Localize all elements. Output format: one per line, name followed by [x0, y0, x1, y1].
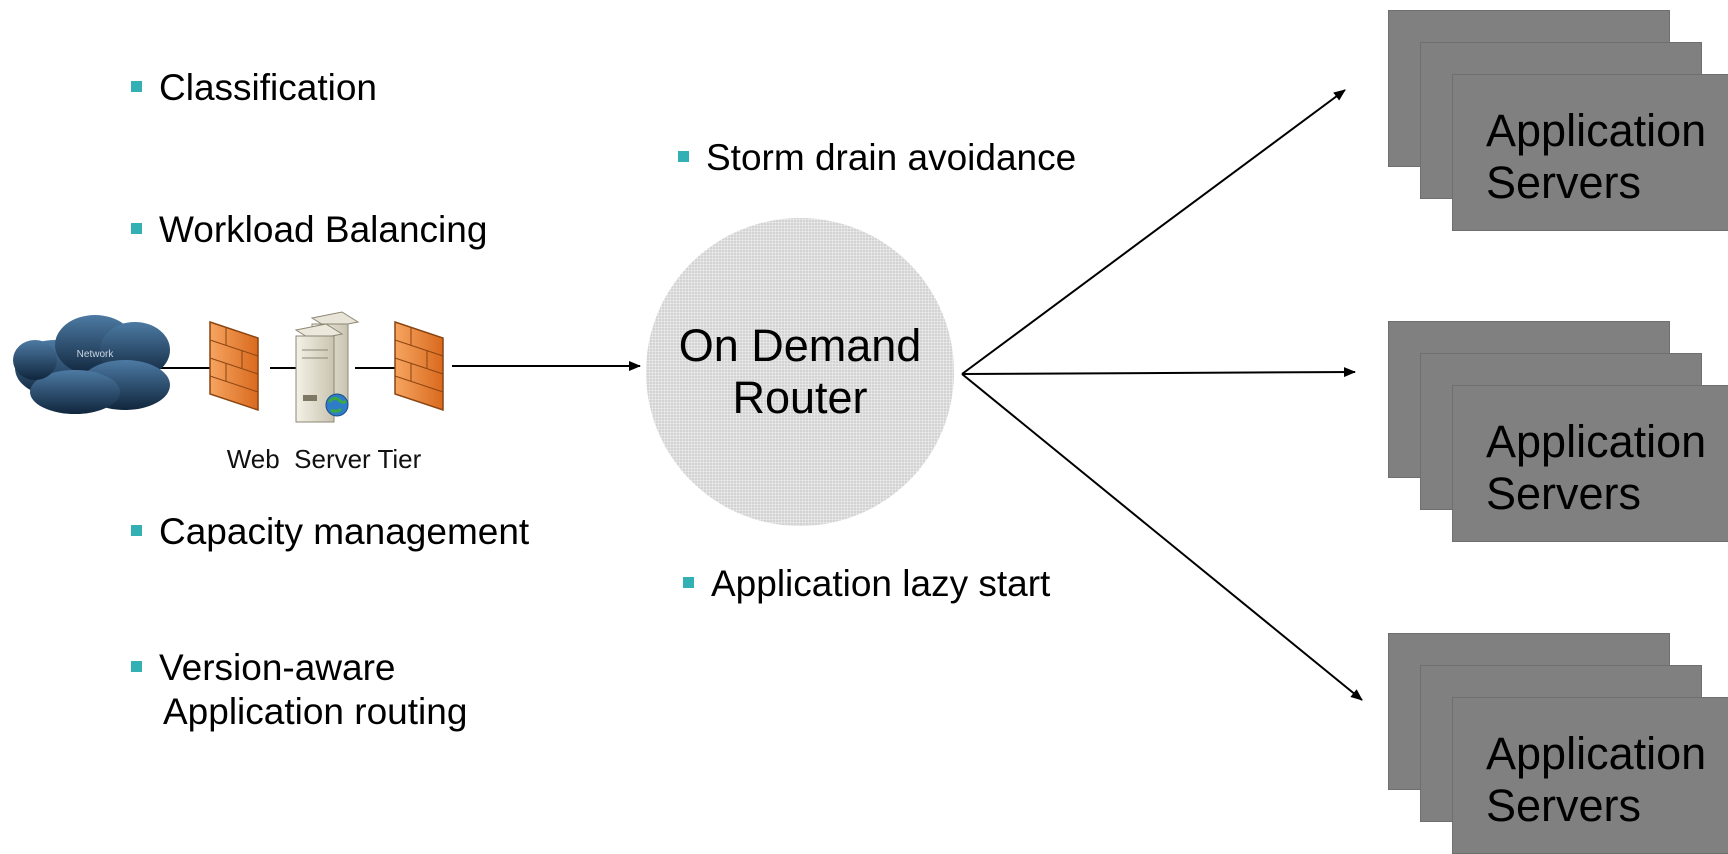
arrow-router-to-servers-bottom: [961, 373, 1363, 701]
server-card: [1452, 385, 1728, 542]
cloud-label: Network: [77, 349, 115, 360]
feature-label-line2: Application routing: [163, 691, 468, 732]
network-cloud-icon: Network: [13, 315, 170, 414]
feature-label: Application lazy start: [711, 563, 1051, 604]
feature-label: Capacity management: [159, 511, 530, 552]
server-label-line2: Servers: [1486, 780, 1642, 831]
arrow-router-to-servers-middle: [961, 367, 1356, 378]
feature-label: Classification: [159, 67, 377, 108]
feature-capacity-management: Capacity management: [131, 510, 529, 554]
arrow-router-to-servers-top: [961, 89, 1346, 375]
server-label-line1: Application: [1486, 416, 1707, 467]
server-label-line2: Servers: [1486, 157, 1642, 208]
server-card: [1452, 697, 1728, 854]
web-server-icon: [294, 311, 360, 423]
bullet-square-icon: [131, 525, 142, 536]
feature-version-aware-routing: Version-aware Application routing: [131, 646, 467, 734]
bullet-square-icon: [131, 661, 142, 672]
feature-label: Workload Balancing: [159, 209, 488, 250]
feature-application-lazy-start: Application lazy start: [683, 562, 1050, 606]
server-label-line2: Servers: [1486, 468, 1642, 519]
feature-classification: Classification: [131, 66, 377, 110]
feature-label-line1: Version-aware: [159, 647, 396, 688]
firewall-icon: [394, 320, 444, 412]
web-server-tier-label: Web Server Tier: [227, 444, 422, 474]
application-server-group: Application Servers: [1388, 633, 1728, 854]
bullet-square-icon: [131, 223, 142, 234]
server-label-line1: Application: [1486, 728, 1707, 779]
server-group-label: Application Servers: [1486, 416, 1706, 520]
feature-workload-balancing: Workload Balancing: [131, 208, 487, 252]
application-server-group: Application Servers: [1388, 321, 1728, 542]
router-label-line2: Router: [732, 372, 868, 423]
firewall-icon: [209, 320, 259, 412]
router-label-line1: On Demand: [678, 320, 922, 371]
server-card: [1452, 74, 1728, 231]
bullet-square-icon: [683, 577, 694, 588]
server-group-label: Application Servers: [1486, 728, 1706, 832]
feature-label: Storm drain avoidance: [706, 137, 1077, 178]
on-demand-router: On Demand Router: [646, 218, 954, 526]
bullet-square-icon: [678, 151, 689, 162]
application-server-group: Application Servers: [1388, 10, 1728, 231]
server-group-label: Application Servers: [1486, 105, 1706, 209]
bullet-square-icon: [131, 81, 142, 92]
server-label-line1: Application: [1486, 105, 1707, 156]
feature-storm-drain-avoidance: Storm drain avoidance: [678, 136, 1076, 180]
